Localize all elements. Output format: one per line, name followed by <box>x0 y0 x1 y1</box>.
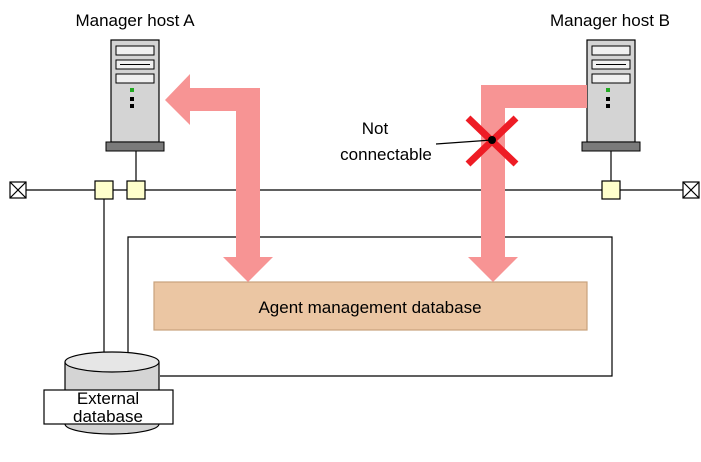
not-connectable-label-line1: Not <box>362 119 389 138</box>
agent-db-box <box>153 281 588 331</box>
host-a-label: Manager host A <box>75 11 195 30</box>
not-connectable-leader <box>435 139 493 145</box>
access-arrow-host-b <box>468 85 587 282</box>
network-terminator-right-icon <box>682 181 700 199</box>
leader-dot <box>488 136 496 144</box>
server-tower-icon <box>581 39 641 152</box>
db-access-enclosure <box>127 236 613 377</box>
not-connectable-label-line2: connectable <box>340 145 432 164</box>
external-db-label-box <box>43 389 174 425</box>
server-tower-icon <box>105 39 165 152</box>
access-arrow-host-a <box>165 74 273 282</box>
bus-port-host-b <box>601 180 621 200</box>
network-terminator-left-icon <box>9 181 27 199</box>
agent-db-label: Agent management database <box>258 298 481 317</box>
bus-port-host-a <box>126 180 146 200</box>
external-db-label-line1: External <box>77 389 139 408</box>
bus-port-external-db <box>94 180 114 200</box>
external-db-label-line2: database <box>73 407 143 426</box>
host-b-label: Manager host B <box>550 11 670 30</box>
